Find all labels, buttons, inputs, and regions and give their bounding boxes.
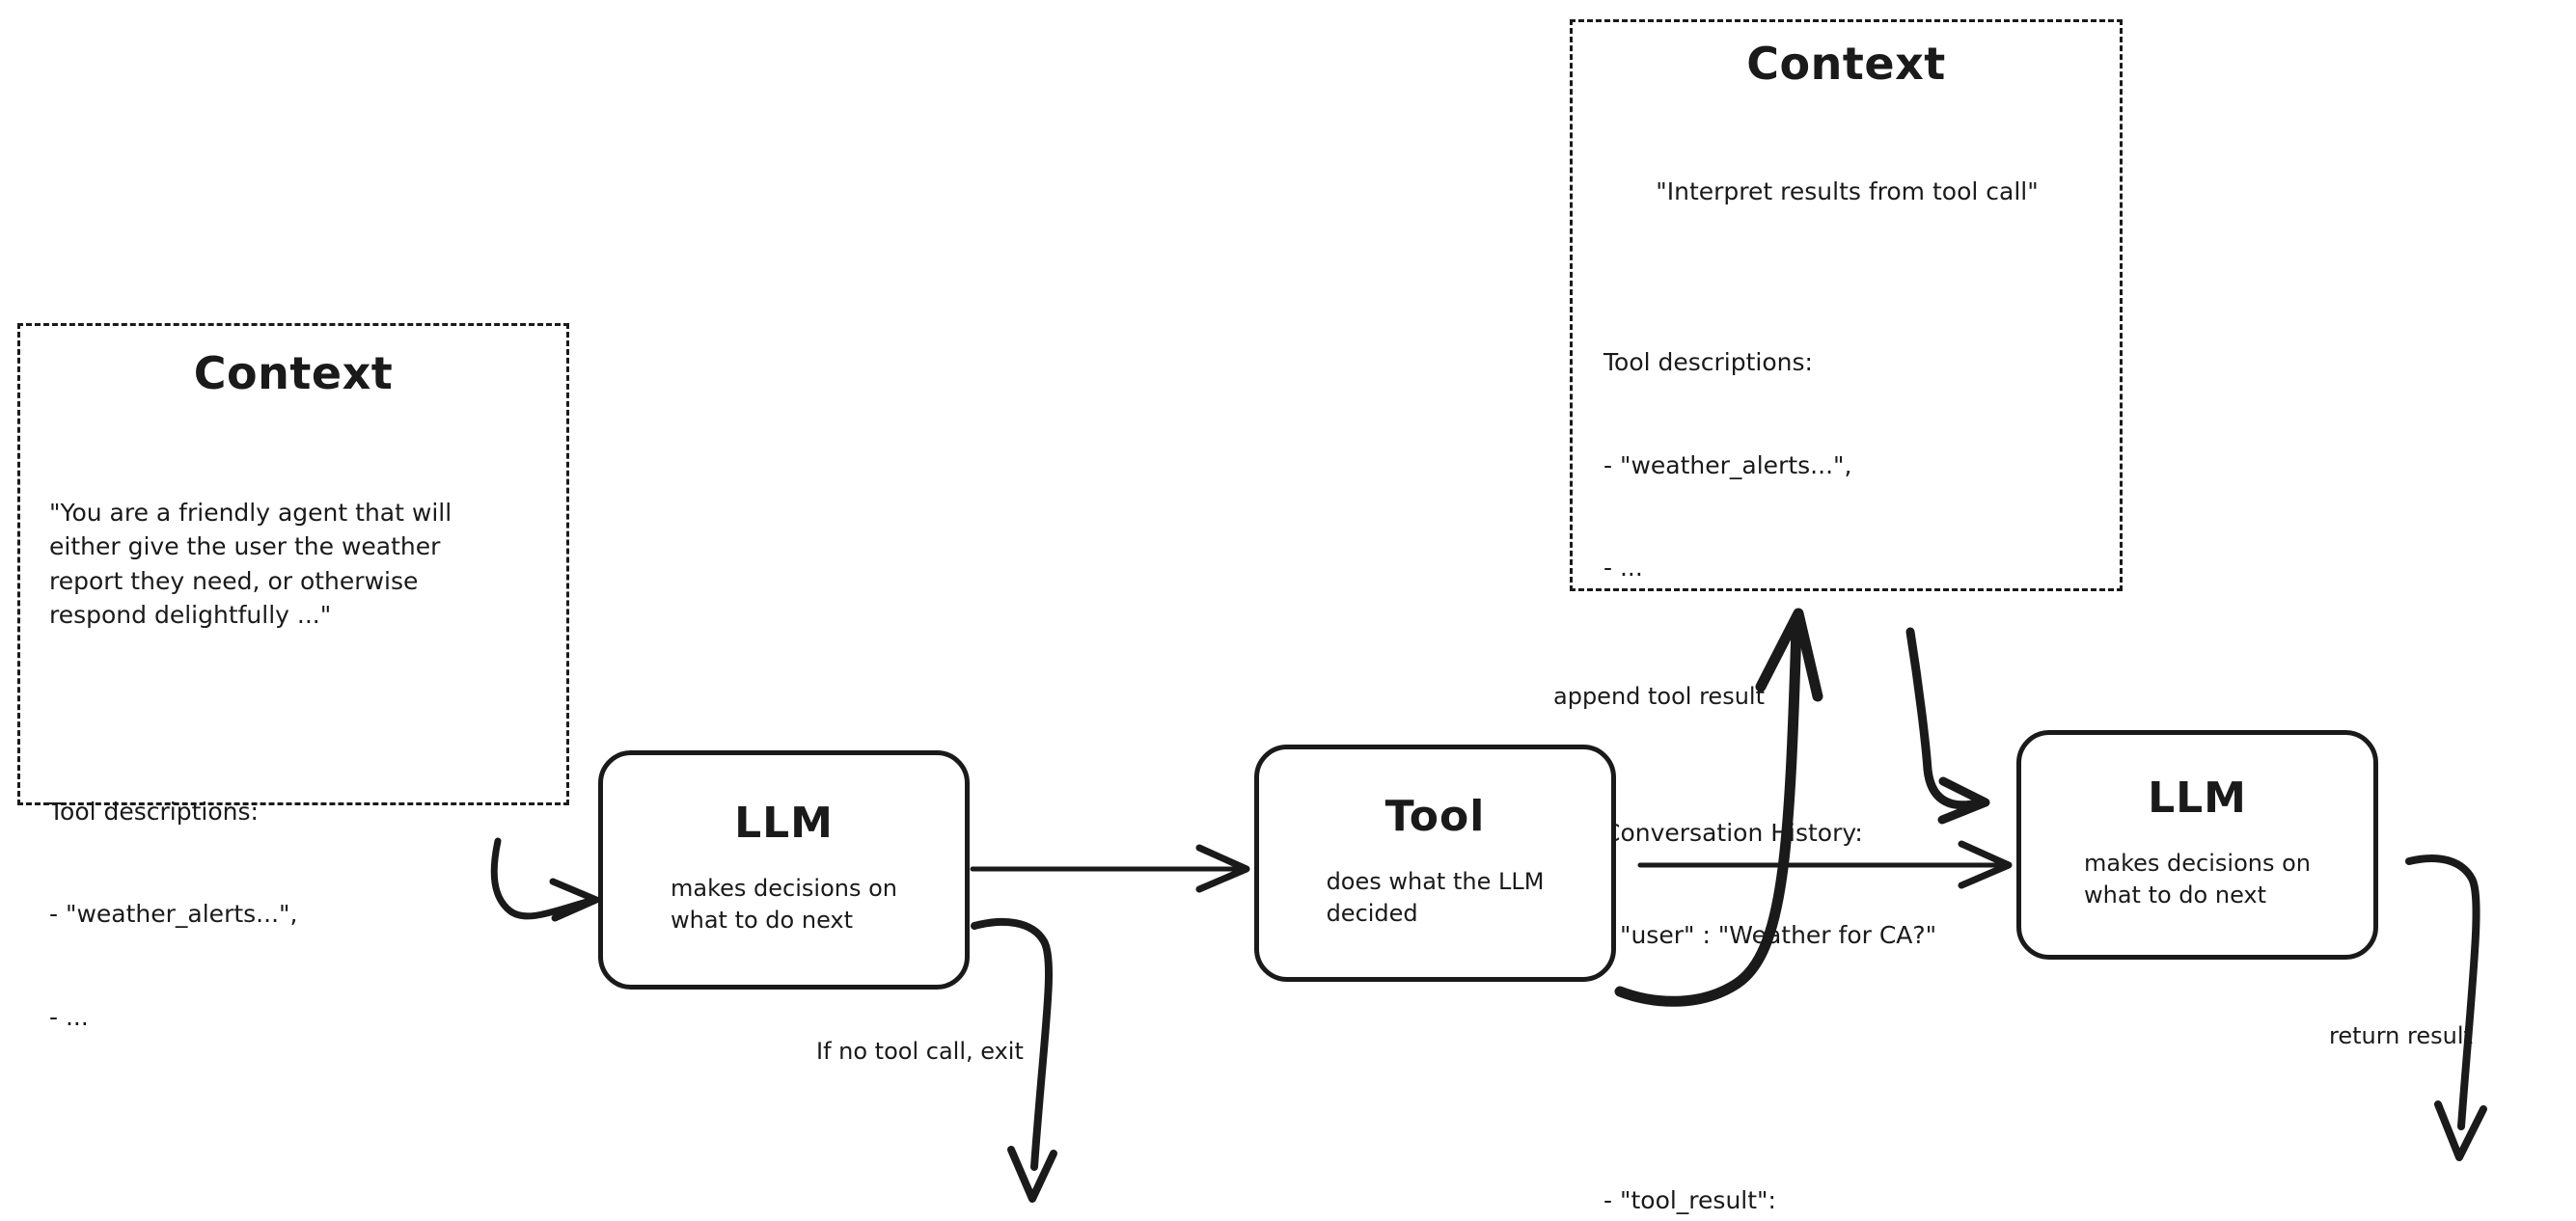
context-left-tool-descriptions-header: Tool descriptions: — [49, 797, 259, 826]
context-left-body: "You are a friendly agent that will eith… — [49, 427, 541, 1221]
arrow-llm1-to-tool — [970, 844, 1250, 893]
context-left-title: Context — [193, 347, 394, 399]
arrow-llm2-return — [2405, 855, 2487, 1161]
context-box-right: Context "Interpret results from tool cal… — [1570, 19, 2123, 1214]
node-llm-2-subtitle: makes decisions on what to do next — [2084, 850, 2311, 909]
context-left-system-prompt: "You are a friendly agent that will eith… — [49, 498, 452, 630]
context-left-conversation: Conversation History: - "user" : "Weathe… — [49, 1196, 541, 1221]
context-right-tool-result: - "tool_result": { "state": "CA", [ { "r… — [1603, 1115, 2100, 1221]
context-right-tool-result-header: - "tool_result": — [1603, 1185, 1776, 1214]
context-left-tool-descriptions: Tool descriptions: - "weather_alerts..."… — [49, 726, 541, 1103]
node-llm-1[interactable]: LLM makes decisions on what to do next — [598, 750, 970, 990]
list-item: - ... — [1603, 554, 1643, 583]
context-box-left: Context "You are a friendly agent that w… — [17, 323, 569, 1031]
list-item: - ... — [49, 1002, 89, 1031]
node-llm-2[interactable]: LLM makes decisions on what to do next — [2016, 730, 2378, 960]
node-tool-title: Tool — [1384, 792, 1486, 842]
edge-label-if-no-tool-call-exit: If no tool call, exit — [816, 1038, 1024, 1065]
context-right-body: "Interpret results from tool call" Tool … — [1603, 106, 2100, 1221]
node-tool-subtitle: does what the LLM decided — [1326, 868, 1545, 927]
context-right-title: Context — [1746, 38, 1946, 90]
context-right-tool-descriptions-header: Tool descriptions: — [1603, 348, 1813, 377]
edge-label-append-tool-result: append tool result — [1553, 683, 1765, 710]
edge-label-return-result: return result — [2329, 1022, 2473, 1049]
node-llm-1-subtitle: makes decisions on what to do next — [671, 875, 897, 934]
list-item: - "weather_alerts...", — [49, 900, 298, 929]
context-right-system-prompt: "Interpret results from tool call" — [1656, 176, 2039, 205]
node-llm-2-title: LLM — [2148, 773, 2247, 824]
node-tool[interactable]: Tool does what the LLM decided — [1254, 745, 1616, 982]
list-item: - "weather_alerts...", — [1603, 450, 1852, 479]
context-right-tool-descriptions: Tool descriptions: - "weather_alerts..."… — [1603, 277, 2100, 654]
node-llm-1-title: LLM — [734, 799, 834, 849]
